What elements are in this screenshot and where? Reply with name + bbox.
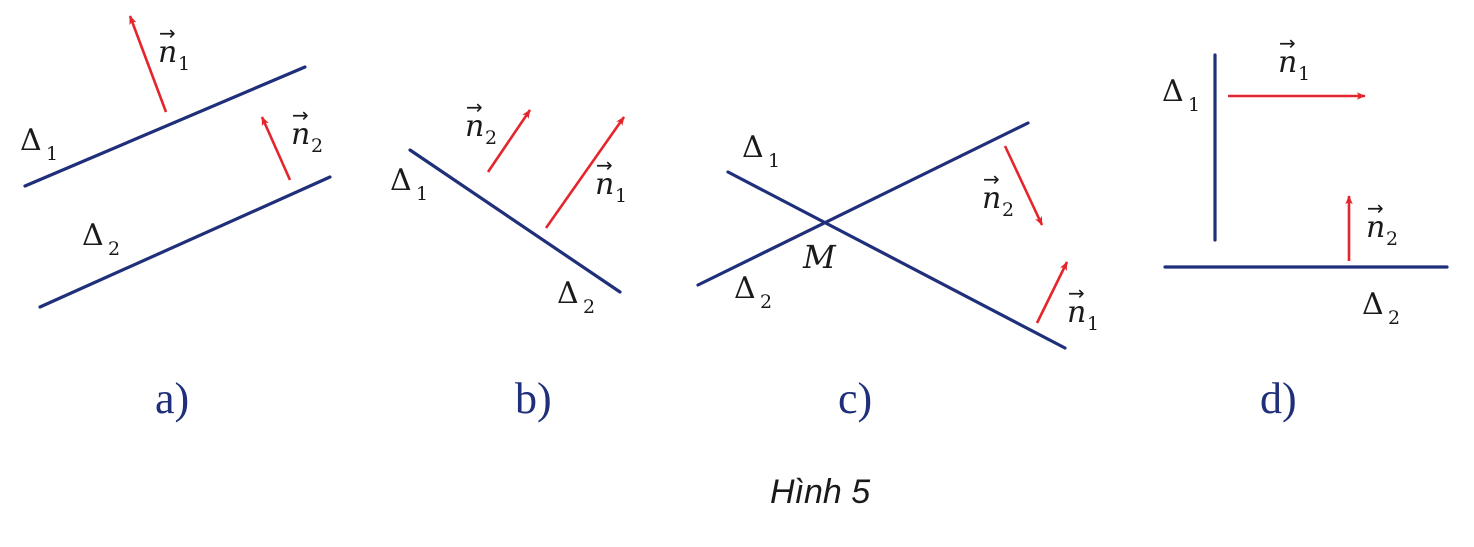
label-delta-2: Δ 2 — [1362, 287, 1400, 329]
svg-text:1: 1 — [768, 150, 780, 172]
svg-text:→: → — [466, 95, 483, 119]
label-delta-1: Δ 1 — [742, 130, 780, 172]
line-delta-2 — [696, 121, 1030, 287]
panel-b: Δ 1 Δ 2 → n 2 → n 1 b) — [390, 95, 627, 423]
normal-vector-n2 — [486, 109, 532, 173]
svg-text:2: 2 — [1386, 228, 1398, 250]
label-delta-1: Δ 1 — [390, 163, 428, 205]
svg-text:2: 2 — [583, 296, 595, 318]
normal-vector-n1 — [1035, 261, 1069, 324]
svg-text:→: → — [1068, 281, 1085, 305]
svg-text:2: 2 — [1002, 199, 1014, 221]
label-delta-2: Δ 2 — [557, 276, 595, 318]
svg-text:→: → — [596, 153, 613, 177]
svg-text:n: n — [1278, 45, 1297, 80]
svg-text:→: → — [159, 21, 176, 45]
svg-text:Δ: Δ — [390, 163, 412, 198]
label-delta-1: Δ 1 — [1162, 74, 1200, 116]
svg-text:1: 1 — [1188, 94, 1200, 116]
panel-c: Δ 1 Δ 2 M → n 2 → n 1 c) — [696, 121, 1099, 423]
svg-text:n: n — [158, 35, 177, 70]
svg-text:→: → — [983, 167, 1000, 191]
panel-label-b: b) — [515, 374, 552, 423]
panel-label-a: a) — [155, 374, 189, 423]
svg-text:1: 1 — [46, 143, 58, 165]
figure-caption: Hình 5 — [770, 473, 870, 511]
svg-text:n: n — [982, 181, 1001, 216]
svg-text:2: 2 — [760, 291, 772, 313]
svg-text:→: → — [1279, 31, 1296, 55]
line-delta-1 — [23, 65, 307, 188]
svg-text:1: 1 — [178, 53, 190, 75]
line-delta-2 — [38, 175, 332, 309]
svg-text:n: n — [291, 117, 310, 152]
svg-text:2: 2 — [485, 127, 497, 149]
svg-text:2: 2 — [1388, 307, 1400, 329]
svg-text:Δ: Δ — [734, 271, 756, 306]
svg-text:→: → — [1367, 196, 1384, 220]
label-n2: → n 2 — [1366, 196, 1398, 250]
svg-text:1: 1 — [416, 183, 428, 205]
label-delta-2: Δ 2 — [734, 271, 772, 313]
svg-text:2: 2 — [108, 238, 120, 260]
panel-a: Δ 1 Δ 2 → n 1 → n 2 a) — [20, 15, 332, 423]
svg-text:Δ: Δ — [557, 276, 579, 311]
line-delta — [408, 148, 622, 294]
line-delta-1 — [726, 170, 1067, 350]
label-n1: → n 1 — [595, 153, 627, 207]
svg-text:n: n — [465, 109, 484, 144]
normal-vector-n2 — [260, 116, 292, 181]
svg-text:1: 1 — [1087, 313, 1099, 335]
panel-label-d: d) — [1260, 374, 1297, 423]
svg-text:Δ: Δ — [742, 130, 764, 165]
panel-label-c: c) — [838, 374, 872, 423]
svg-text:2: 2 — [311, 135, 323, 157]
label-n1: → n 1 — [1067, 281, 1099, 335]
label-n2: → n 2 — [465, 95, 497, 149]
svg-text:Δ: Δ — [1162, 74, 1184, 109]
label-delta-2: Δ 2 — [82, 218, 120, 260]
label-n1: → n 1 — [158, 21, 190, 75]
normal-vector-n1 — [128, 15, 168, 113]
svg-text:1: 1 — [615, 185, 627, 207]
panel-d: Δ 1 Δ 2 → n 1 → n 2 d) — [1162, 31, 1449, 423]
svg-text:Δ: Δ — [1362, 287, 1384, 322]
svg-text:→: → — [292, 103, 309, 127]
label-n2: → n 2 — [291, 103, 323, 157]
svg-text:n: n — [1366, 210, 1385, 245]
point-label-m: M — [802, 238, 837, 276]
svg-text:n: n — [595, 167, 614, 202]
svg-text:Δ: Δ — [82, 218, 104, 253]
svg-text:n: n — [1067, 295, 1086, 330]
label-delta-1: Δ 1 — [20, 123, 58, 165]
label-n2: → n 2 — [982, 167, 1014, 221]
normal-vector-n1 — [544, 116, 626, 229]
label-n1: → n 1 — [1278, 31, 1310, 85]
svg-text:Δ: Δ — [20, 123, 42, 158]
normal-vector-n2 — [1003, 145, 1044, 226]
svg-text:1: 1 — [1298, 63, 1310, 85]
